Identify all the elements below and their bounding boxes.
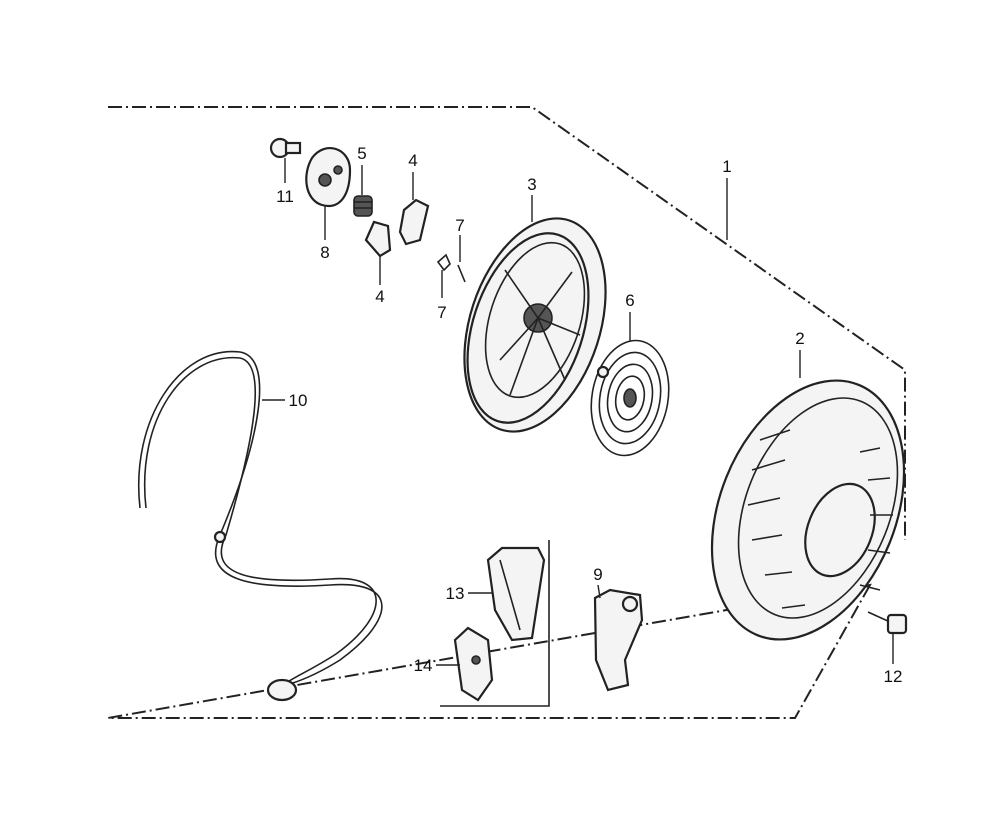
callout-9: 9 bbox=[593, 565, 602, 584]
part-13-grip-handle bbox=[468, 546, 546, 642]
callout-7-upper: 7 bbox=[455, 216, 464, 235]
callout-5: 5 bbox=[357, 144, 366, 163]
callout-12: 12 bbox=[884, 667, 903, 686]
part-12-bolt bbox=[867, 611, 908, 664]
callout-6: 6 bbox=[625, 291, 634, 310]
part-6-spiral-spring bbox=[590, 312, 670, 457]
part-8-ratchet-plate bbox=[305, 147, 352, 240]
part-9-rope-guide bbox=[593, 584, 644, 692]
part-11-bolt bbox=[269, 137, 302, 183]
callout-4-lower: 4 bbox=[375, 287, 384, 306]
callout-11: 11 bbox=[276, 187, 294, 206]
callout-1: 1 bbox=[722, 157, 731, 176]
part-4-ratchet-lower bbox=[364, 220, 392, 285]
part-4-ratchet-upper bbox=[398, 172, 430, 246]
callout-14: 14 bbox=[414, 656, 433, 675]
callout-2: 2 bbox=[795, 329, 804, 348]
parts-13-14-group-frame bbox=[440, 540, 550, 707]
callout-10: 10 bbox=[289, 391, 308, 410]
callout-3: 3 bbox=[527, 175, 536, 194]
part-10-starter-rope bbox=[138, 350, 383, 702]
part-14-grip-insert bbox=[436, 626, 494, 702]
callout-13: 13 bbox=[446, 584, 465, 603]
part-3-reel bbox=[463, 195, 607, 433]
part-2-starter-case bbox=[710, 350, 906, 641]
callout-4-upper: 4 bbox=[408, 151, 417, 170]
part-7-pins bbox=[436, 235, 466, 298]
part-5-spring bbox=[353, 165, 373, 217]
callout-8: 8 bbox=[320, 243, 329, 262]
callout-7-lower: 7 bbox=[437, 303, 446, 322]
